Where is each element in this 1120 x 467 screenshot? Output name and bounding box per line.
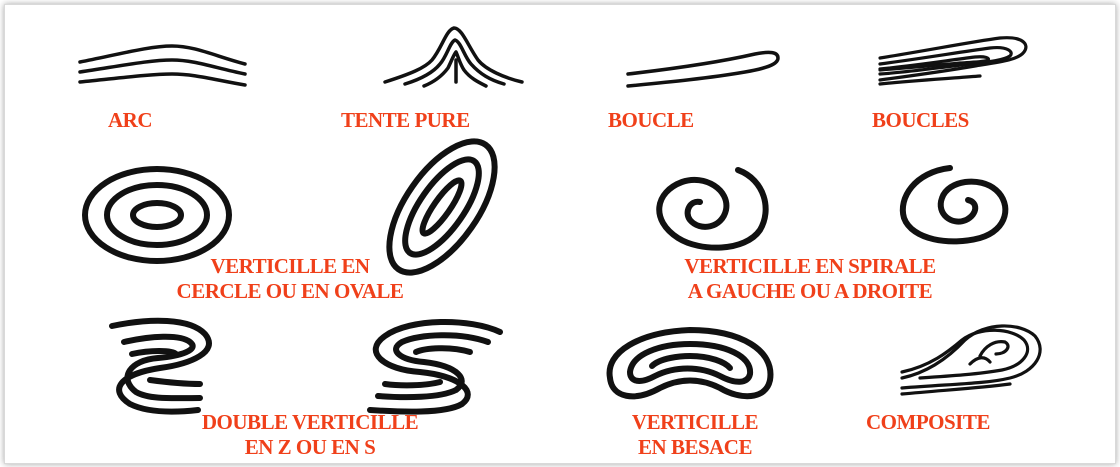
label-boucles: BOUCLES (872, 108, 969, 132)
label-verticille-spirale-line2: A GAUCHE OU A DROITE (580, 279, 1040, 303)
right-spiral-icon (903, 168, 1006, 241)
label-verticille-cercle-line2: CERCLE OU EN OVALE (60, 279, 520, 303)
composite-icon (902, 326, 1040, 394)
pocket-whorl-icon (610, 330, 771, 396)
label-verticille-spirale-line1: VERTICILLE EN SPIRALE (580, 254, 1040, 278)
label-verticille-cercle-line1: VERTICILLE EN (60, 254, 520, 278)
left-spiral-icon (659, 170, 765, 248)
arc-icon (80, 46, 245, 85)
label-besace-line2: EN BESACE (580, 435, 810, 459)
label-double-verticille-line1: DOUBLE VERTICILLE (90, 410, 530, 434)
loop-icon (628, 52, 778, 86)
circle-whorl-icon (85, 169, 229, 261)
label-arc: ARC (108, 108, 152, 132)
tented-arch-icon (385, 28, 522, 86)
double-loop-icon (880, 38, 1026, 84)
label-tente-pure: TENTE PURE (341, 108, 470, 132)
label-double-verticille-line2: EN Z OU EN S (90, 435, 530, 459)
label-boucle: BOUCLE (608, 108, 694, 132)
z-double-whorl-icon (112, 321, 209, 412)
s-double-whorl-icon (370, 322, 500, 412)
label-besace-line1: VERTICILLE (580, 410, 810, 434)
label-composite: COMPOSITE (866, 410, 990, 434)
